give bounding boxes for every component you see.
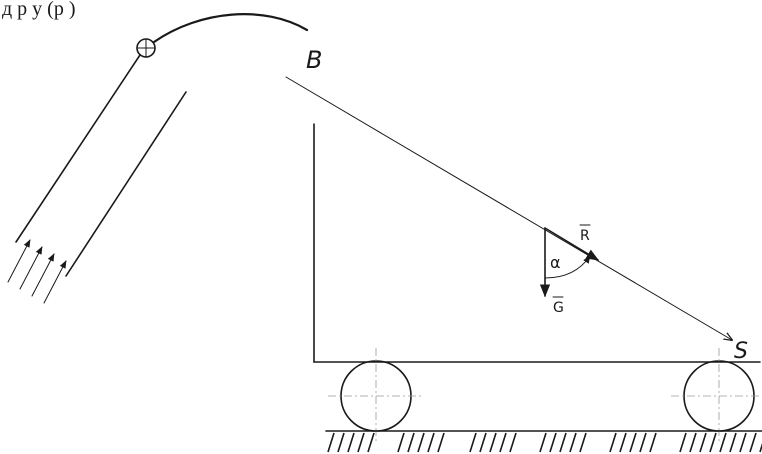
ground-hatch-stroke	[427, 432, 435, 453]
trajectory-line-bs	[285, 76, 732, 340]
thrust-arrow-4	[43, 260, 67, 304]
ground-hatch-stroke	[649, 432, 657, 453]
ground-hatch-stroke	[549, 432, 557, 453]
ground-hatch-stroke	[479, 432, 487, 453]
ground-hatch-stroke	[759, 443, 762, 453]
ground-hatch-stroke	[709, 432, 717, 453]
label-vector-r: R	[580, 228, 590, 244]
ground-hatch-stroke	[739, 432, 747, 453]
ground-hatch-stroke	[357, 432, 365, 453]
ground-hatch-stroke	[337, 432, 345, 453]
ground-hatch-stroke	[499, 432, 507, 453]
ground-hatch-stroke	[489, 432, 497, 453]
thrust-arrow-3	[31, 253, 55, 297]
ground-hatch-stroke	[559, 432, 567, 453]
ground-hatch-stroke	[347, 432, 355, 453]
ground-hatch-stroke	[539, 432, 547, 453]
thrust-arrow-1	[7, 239, 31, 283]
ground-hatch-stroke	[679, 432, 687, 453]
label-point-s: S	[734, 339, 748, 364]
ground-hatch-stroke	[639, 432, 647, 453]
ground-hatch-stroke	[749, 432, 757, 453]
thrust-arrow-2	[19, 246, 43, 290]
ground-hatch-stroke	[469, 432, 477, 453]
label-vector-g: G	[553, 300, 564, 316]
label-point-b: B	[306, 46, 322, 74]
label-angle-alpha: α	[550, 253, 561, 272]
ground-hatch-stroke	[417, 432, 425, 453]
ground-hatch-stroke	[719, 432, 727, 453]
ground-hatch-stroke	[699, 432, 707, 453]
vector-r-line	[544, 227, 600, 261]
ground-hatch-stroke	[407, 432, 415, 453]
ground-hatch-stroke	[729, 432, 737, 453]
ground-hatch-stroke	[569, 432, 577, 453]
launch-rail-upper	[15, 54, 141, 243]
ground-hatch-stroke	[609, 432, 617, 453]
trajectory-arc	[152, 13, 309, 44]
ground-hatch-stroke	[579, 432, 587, 453]
ground-hatch-stroke	[327, 432, 335, 453]
launch-rail-lower	[65, 91, 187, 277]
caption-text: д р у (р )	[2, 0, 76, 20]
ground-hatch-stroke	[437, 432, 445, 453]
ground-hatching	[327, 432, 762, 453]
angle-arc	[544, 255, 591, 279]
ground-hatch-stroke	[397, 432, 405, 453]
ground-hatch-stroke	[509, 432, 517, 453]
ground-hatch-stroke	[689, 432, 697, 453]
ground-hatch-stroke	[629, 432, 637, 453]
ground-hatch-stroke	[619, 432, 627, 453]
ground-hatch-stroke	[367, 432, 375, 453]
